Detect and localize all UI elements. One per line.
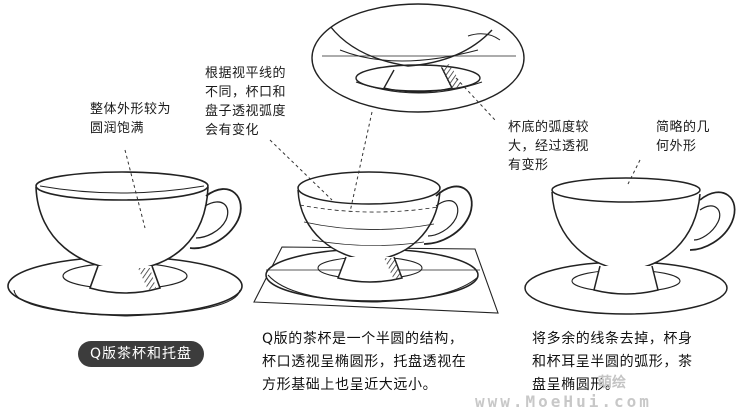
right-cup-body bbox=[551, 191, 701, 271]
note-middle-cup: 根据视平线的 不同，杯口和 盘子透视弧度 会有变化 bbox=[205, 66, 287, 138]
caption-middle: Q版的茶杯是一个半圆的结构， 杯口透视呈椭圆形，托盘透视在 方形基础上也呈近大远… bbox=[262, 331, 467, 393]
middle-cup-handle bbox=[423, 185, 473, 245]
note-magnifier: 杯底的弧度较 大，经过透视 有变形 bbox=[508, 120, 590, 173]
note-left-cup: 整体外形较为 圆润饱满 bbox=[90, 102, 172, 136]
title-badge: Q版茶杯和托盘 bbox=[78, 341, 204, 367]
perspective-plane bbox=[253, 246, 499, 314]
left-cup-rim bbox=[35, 171, 209, 201]
right-cup-rim bbox=[551, 177, 701, 203]
watermark-text: www.MoeHui.com bbox=[475, 392, 652, 411]
middle-cup-rim bbox=[297, 171, 441, 205]
caption-right: 将多余的线条去掉，杯身 和杯耳呈半圆的弧形，茶 盘呈椭圆形。 bbox=[532, 331, 693, 393]
magnifier-inset bbox=[311, 3, 525, 113]
leader-lines bbox=[124, 77, 641, 229]
left-cup-handle bbox=[189, 188, 242, 250]
note-right-cup: 简略的几 何外形 bbox=[656, 120, 711, 154]
right-cup-handle bbox=[689, 191, 736, 251]
watermark-logo: 萌绘 bbox=[598, 375, 626, 391]
left-cup bbox=[7, 171, 243, 317]
middle-cup bbox=[253, 171, 499, 314]
right-cup-foot bbox=[593, 265, 659, 295]
right-cup bbox=[524, 177, 736, 315]
left-saucer-rim bbox=[13, 289, 241, 317]
